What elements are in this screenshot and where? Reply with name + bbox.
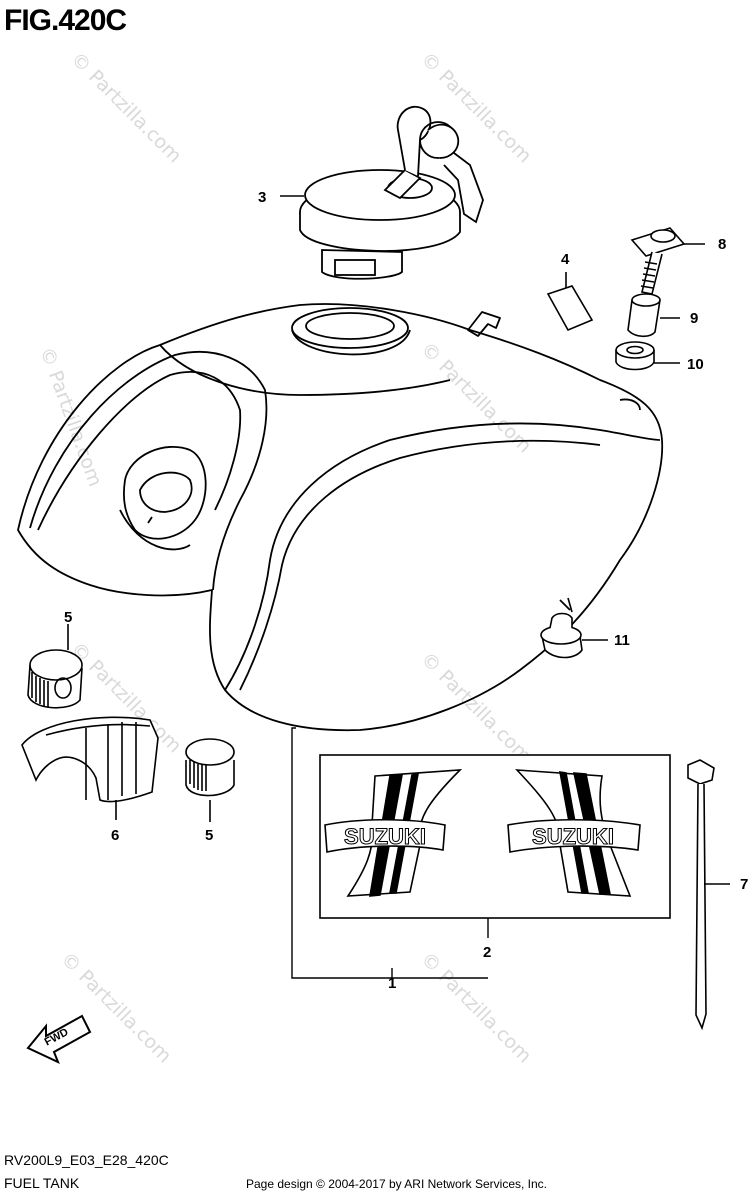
callout-1: 1 bbox=[388, 975, 396, 992]
cable-tie bbox=[687, 759, 730, 1031]
collar bbox=[627, 293, 680, 338]
watermark: © Partzilla.com bbox=[416, 338, 535, 457]
callout-6: 6 bbox=[111, 827, 119, 844]
grommet bbox=[615, 341, 680, 371]
fuel-tank bbox=[17, 303, 664, 732]
callout-11: 11 bbox=[614, 632, 630, 649]
diagram-code: RV200L9_E03_E28_420C bbox=[4, 1152, 169, 1168]
callout-10: 10 bbox=[687, 356, 704, 373]
bolt bbox=[630, 227, 705, 295]
figure-title: FIG.420C bbox=[4, 4, 127, 37]
decal-text-left: SUZUKI bbox=[344, 824, 426, 849]
callout-4: 4 bbox=[561, 251, 570, 268]
watermark: © Partzilla.com bbox=[416, 948, 535, 1067]
watermark: © Partzilla.com bbox=[416, 648, 535, 767]
callout-5-lower: 5 bbox=[205, 827, 213, 844]
callout-2: 2 bbox=[483, 944, 491, 961]
cushion-upper bbox=[27, 624, 83, 709]
damper bbox=[540, 597, 608, 659]
tank-rubber bbox=[21, 716, 159, 820]
callout-labels: 1 2 3 4 5 5 6 7 8 9 10 11 bbox=[64, 189, 748, 992]
fuel-cap-assembly bbox=[299, 105, 484, 280]
watermark: © Partzilla.com bbox=[416, 48, 535, 167]
callout-5-upper: 5 bbox=[64, 609, 72, 626]
callout-7: 7 bbox=[740, 876, 748, 893]
cushion-lower bbox=[185, 738, 235, 822]
callout-3: 3 bbox=[258, 189, 266, 206]
fwd-arrow-icon: FWD bbox=[26, 1014, 92, 1064]
group-brackets bbox=[291, 727, 489, 979]
page-credit: Page design © 2004-2017 by ARI Network S… bbox=[246, 1177, 548, 1191]
watermark: © Partzilla.com bbox=[56, 948, 175, 1067]
diagram-name: FUEL TANK bbox=[4, 1175, 80, 1191]
callout-9: 9 bbox=[690, 310, 698, 327]
label-plate bbox=[546, 272, 594, 332]
callout-8: 8 bbox=[718, 236, 726, 253]
watermark: © Partzilla.com bbox=[66, 48, 185, 167]
decal-text-right: SUZUKI bbox=[532, 824, 614, 849]
decal-set: SUZUKI SUZUKI bbox=[319, 754, 671, 919]
